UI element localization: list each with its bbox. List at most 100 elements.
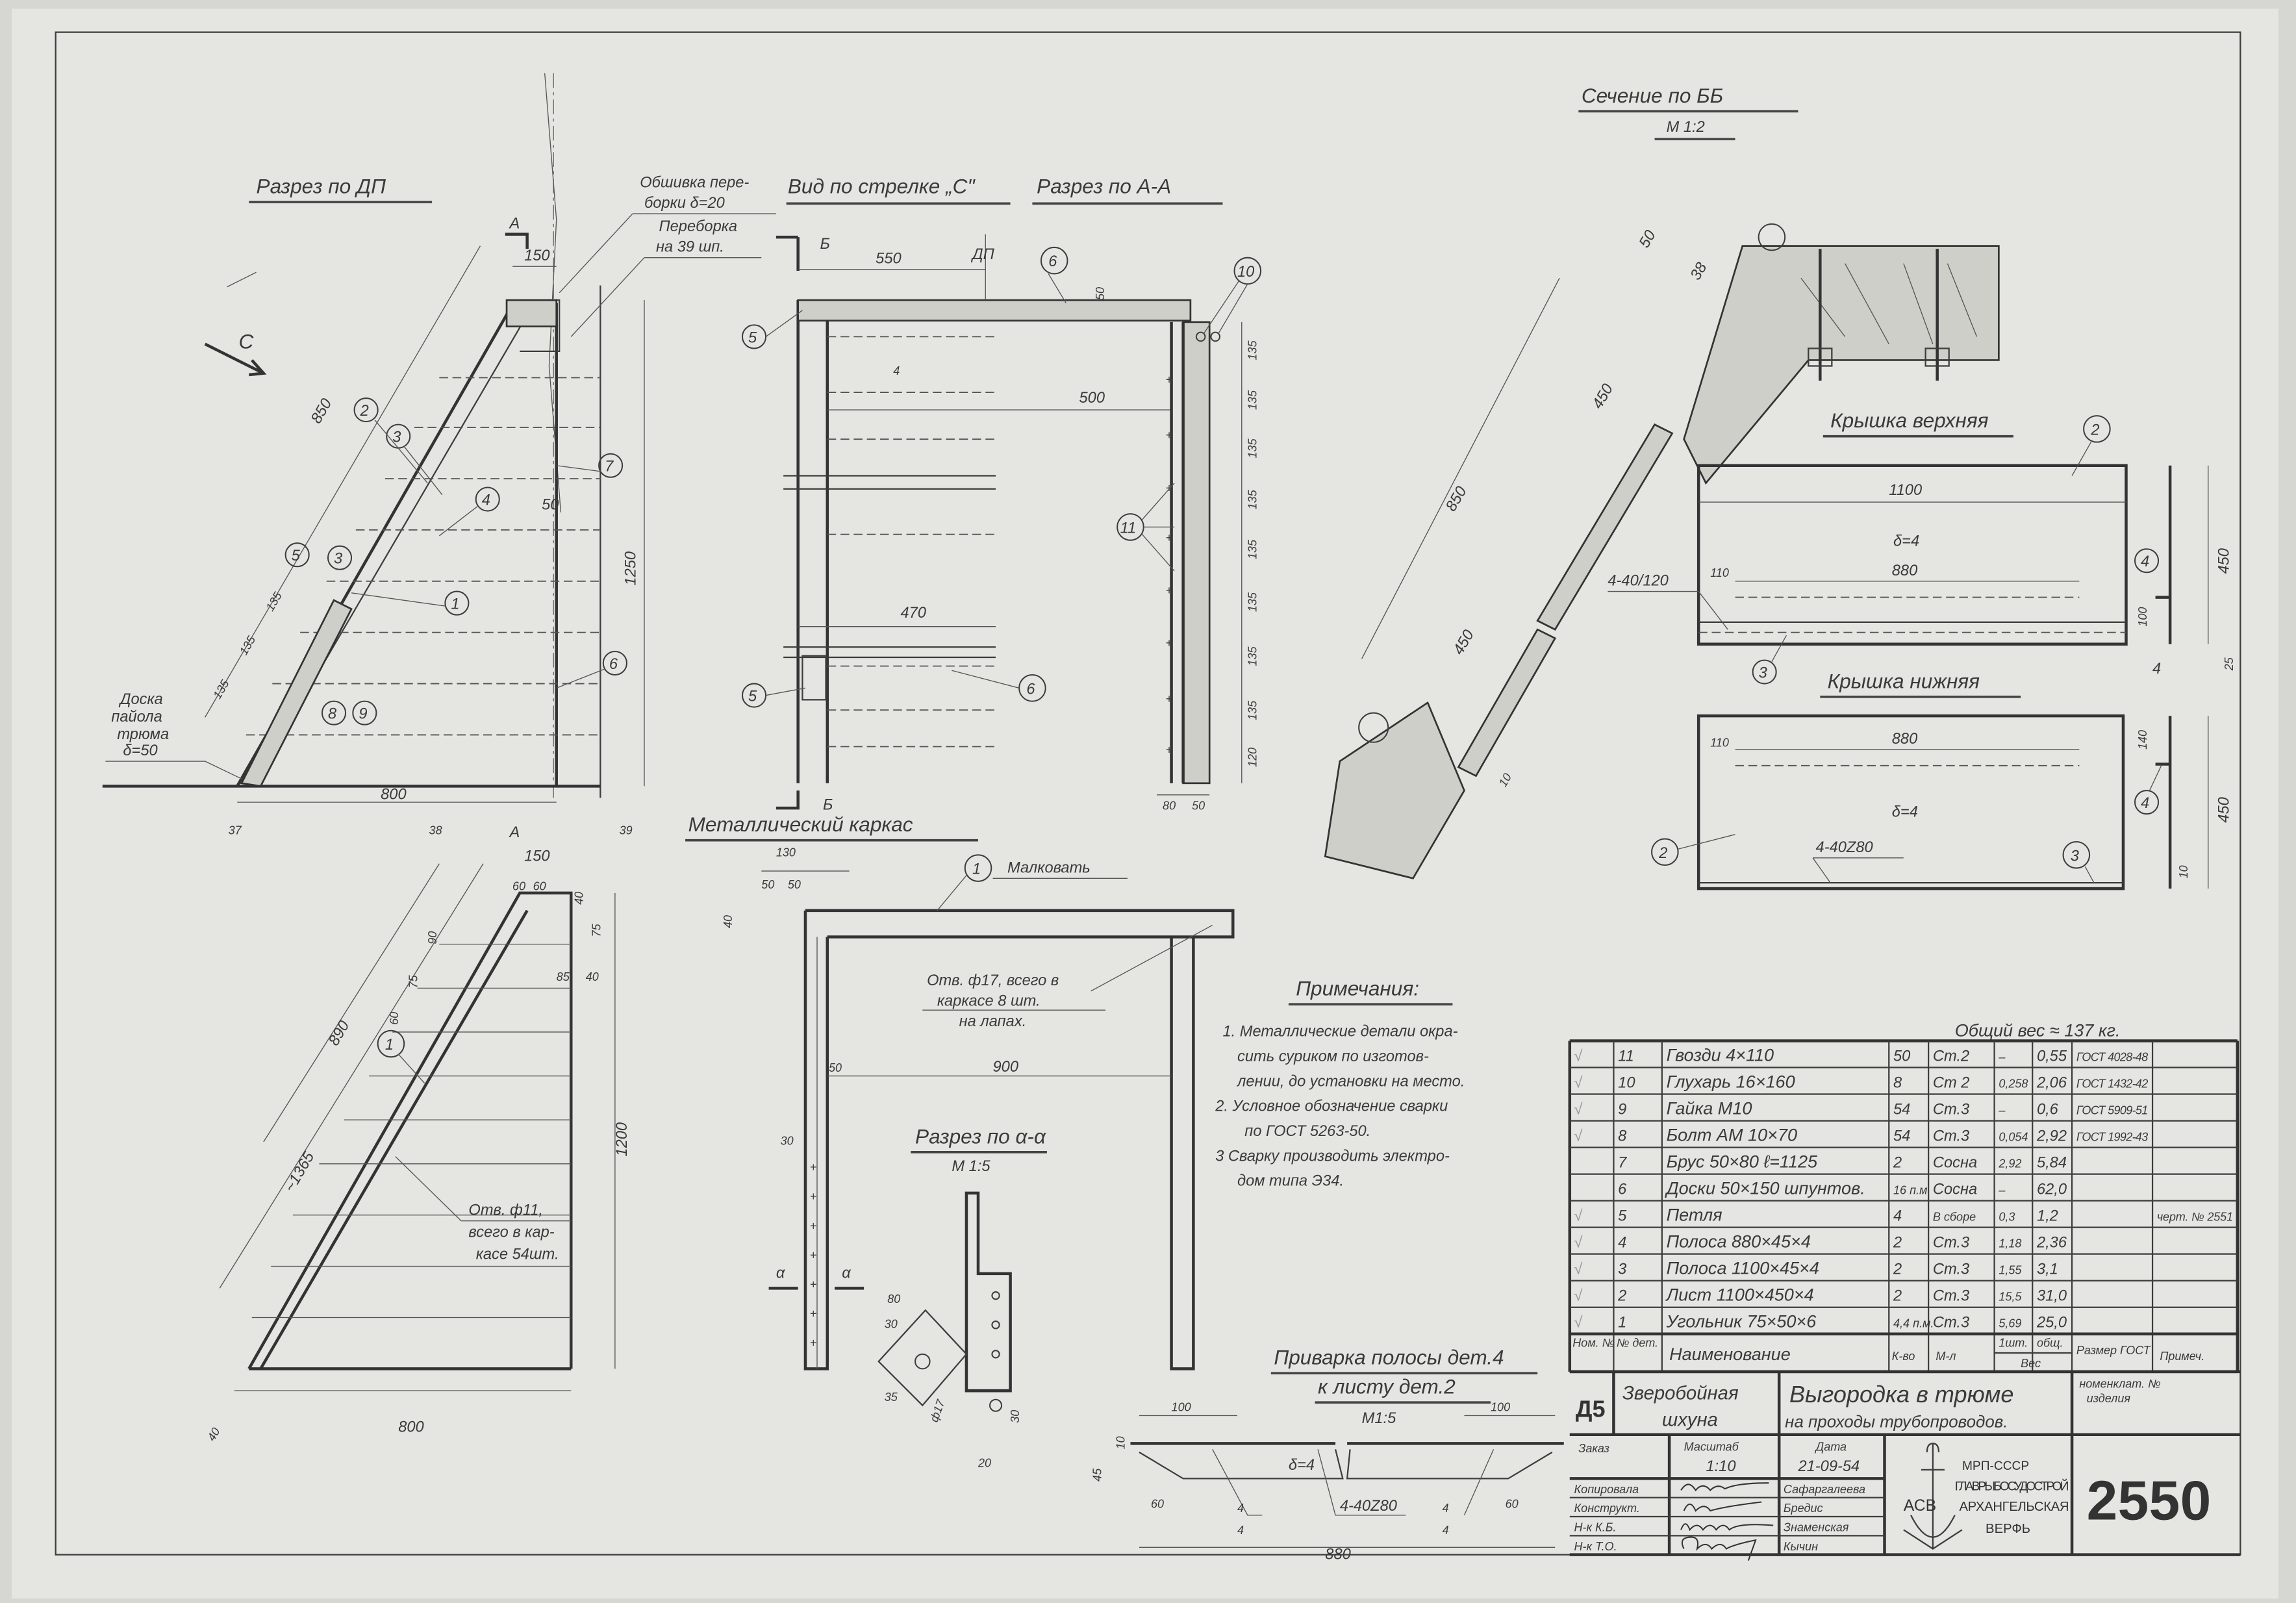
frame-number: 38 — [429, 824, 442, 837]
svg-text:6: 6 — [1048, 253, 1057, 270]
dim-label: 60 — [1151, 1498, 1164, 1511]
table-cell-material: Ст.3 — [1933, 1315, 1969, 1332]
view-title: Крышка нижняя — [1828, 669, 1980, 692]
callout: 5 — [284, 542, 310, 568]
dim-label: 900 — [993, 1059, 1018, 1076]
callout: 1 — [377, 1029, 405, 1058]
table-cell-total-weight: 0,6 — [2037, 1101, 2059, 1118]
organization: МРП-СССР — [1962, 1459, 2029, 1473]
svg-text:+: + — [810, 1278, 817, 1291]
view-scale: М1:5 — [1362, 1410, 1396, 1427]
svg-text:135: 135 — [1246, 390, 1259, 410]
svg-text:Вес: Вес — [2021, 1357, 2041, 1370]
svg-text:3: 3 — [334, 551, 342, 568]
table-cell-name: Угольник 75×50×6 — [1666, 1312, 1817, 1332]
svg-text:135: 135 — [1246, 539, 1259, 559]
deck-board-label: пайола — [111, 709, 162, 726]
note-line: дом типа Э34. — [1237, 1173, 1344, 1190]
sheathing-label: Обшивка пере- — [640, 174, 749, 191]
table-cell-check: √ — [1574, 1261, 1583, 1278]
table-cell-material: Ст.3 — [1933, 1288, 1969, 1305]
section-mark: А — [509, 824, 520, 841]
view-title: к листу дет.2 — [1318, 1375, 1456, 1398]
view-title: Разрез по α-α — [915, 1124, 1046, 1148]
weld-leg: 4 — [1237, 1502, 1244, 1515]
dim-label: 50 — [788, 878, 801, 891]
dim-label: 50 — [829, 1061, 842, 1074]
weld-leg: 4 — [1443, 1524, 1449, 1537]
table-cell-name: Лист 1100×450×4 — [1665, 1285, 1814, 1305]
table-cell-qty: 2 — [1893, 1288, 1902, 1305]
table-cell-no: 7 — [1618, 1154, 1627, 1171]
weld-label: 4-40Z80 — [1816, 839, 1873, 856]
table-cell-no: 4 — [1618, 1235, 1626, 1252]
svg-text:2: 2 — [1658, 845, 1667, 862]
table-cell-unit-weight: 0,258 — [1999, 1077, 2028, 1090]
callout: 2 — [353, 398, 379, 423]
table-cell-no: 8 — [1618, 1128, 1627, 1144]
table-cell-qty: 2 — [1893, 1261, 1902, 1278]
table-cell-no: 3 — [1618, 1261, 1626, 1278]
dim-label: 30 — [781, 1135, 794, 1148]
dim-label: 90 — [426, 931, 439, 944]
table-cell-name: Полоса 1100×45×4 — [1667, 1259, 1819, 1278]
callout: 3 — [1752, 659, 1777, 685]
dim-label: 80 — [1163, 799, 1176, 812]
bulkhead-label: Переборка — [659, 218, 738, 235]
parts-table-header: Ном. № № дет. Наименование К-во М-л 1шт.… — [1572, 1337, 2204, 1370]
total-weight: Общий вес ≈ 137 кг. — [1955, 1021, 2121, 1041]
dim-label: 550 — [876, 251, 901, 268]
dim-label: 130 — [776, 846, 796, 859]
callout: 1 — [444, 590, 470, 616]
item-number-label: номенклат. № — [2079, 1378, 2160, 1391]
table-cell-total-weight: 3,1 — [2037, 1261, 2058, 1278]
dim-label: 470 — [900, 605, 926, 622]
deck-board-label: Доска — [118, 691, 163, 708]
note-line: 2. Условное обозначение сварки — [1215, 1098, 1448, 1115]
table-cell-no: 9 — [1618, 1101, 1626, 1118]
dim-label: 85 — [557, 970, 570, 983]
table-cell-unit-weight: 2,92 — [1998, 1157, 2021, 1170]
svg-text:5: 5 — [748, 329, 757, 346]
svg-text:+: + — [810, 1337, 817, 1350]
table-cell-unit-weight: – — [1998, 1050, 2006, 1063]
svg-text:4: 4 — [2141, 553, 2149, 570]
note-line: сить суриком по изготов- — [1237, 1048, 1429, 1065]
svg-text:2: 2 — [2090, 422, 2099, 438]
section-mark: Б — [820, 236, 830, 253]
callout: 3 — [2062, 840, 2091, 869]
notes-title: Примечания: — [1296, 977, 1419, 1000]
table-cell-check: √ — [1574, 1074, 1583, 1091]
dim-label: 450 — [2215, 797, 2232, 822]
svg-text:6: 6 — [1026, 681, 1035, 698]
callout: 6 — [602, 650, 627, 676]
table-cell-name: Петля — [1667, 1205, 1722, 1225]
svg-text:Наименование: Наименование — [1669, 1344, 1791, 1364]
svg-text:135: 135 — [1246, 340, 1259, 360]
table-cell-material: Ст.3 — [1933, 1128, 1969, 1144]
svg-text:2: 2 — [360, 403, 369, 420]
table-cell-note: черт. № 2551 — [2157, 1211, 2233, 1224]
svg-text:135: 135 — [1246, 489, 1259, 509]
dim-label: 110 — [1710, 736, 1729, 749]
dim-label: 100 — [1491, 1401, 1510, 1414]
svg-text:+: + — [810, 1161, 817, 1174]
dim-label: 800 — [381, 787, 406, 803]
section-mark: А — [509, 216, 520, 233]
callout: 7 — [598, 453, 624, 478]
table-cell-name: Гайка М10 — [1667, 1098, 1752, 1118]
svg-text:6: 6 — [609, 656, 618, 673]
table-cell-material: Ст.3 — [1933, 1261, 1969, 1278]
view-scale: М 1:2 — [1667, 119, 1705, 136]
signatures — [1680, 1482, 1774, 1561]
date-label: Дата — [1815, 1441, 1847, 1454]
note-line: по ГОСТ 5263-50. — [1244, 1123, 1370, 1140]
organization: ГЛАВРЫБОСУДОСТРОЙ — [1955, 1479, 2069, 1493]
table-cell-total-weight: 2,36 — [2036, 1235, 2067, 1252]
callout: 2 — [2083, 415, 2111, 443]
view-section-alpha: Разрез по α-α М 1:5 80 30 35 ф17 20 30 — [877, 1124, 1047, 1469]
table-cell-material: Ст 2 — [1933, 1074, 1970, 1091]
view-title: Вид по стрелке „С" — [788, 175, 976, 198]
dim-label: 4 — [893, 364, 900, 377]
